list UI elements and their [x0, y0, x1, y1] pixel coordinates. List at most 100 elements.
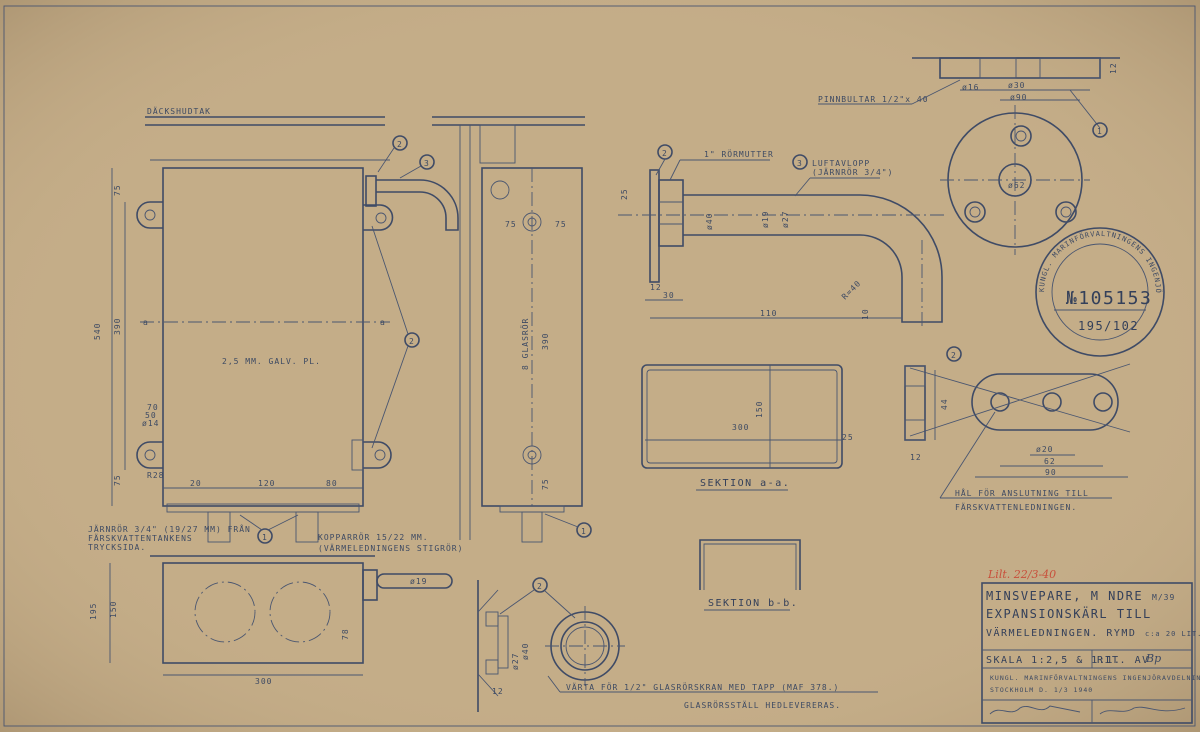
label-hal-1: HÅL FÖR ANSLUTNING TILL [955, 487, 1089, 498]
label-luftavlopp-2: (JÄRNRÖR 3/4") [812, 167, 893, 177]
balloon-2-d-text: 2 [951, 351, 957, 360]
dim-20: 20 [190, 479, 202, 488]
dim-18-boss: 12 [492, 687, 504, 696]
dim-44: 44 [940, 398, 949, 410]
pipe-detail: 30 12 110 25 ø40 ø19 ø27 R=40 10 1" RÖRM… [618, 149, 948, 330]
label-rormutter: 1" RÖRMUTTER [704, 149, 774, 159]
balloon-1-a [257, 528, 273, 544]
dim-19-plan: ø19 [410, 577, 427, 586]
dim-150: 150 [109, 601, 118, 618]
dim-d40-boss: ø40 [521, 643, 530, 660]
side-dim-75-bottom: 75 [541, 478, 550, 490]
title-org-line2: STOCKHOLM D. 1/3 1940 [990, 686, 1093, 694]
tank-plan-body [162, 562, 364, 664]
balloon-1-b-text: 1 [581, 527, 587, 536]
dim-110: 110 [760, 309, 777, 318]
title-line2: EXPANSIONSKÄRL TILL [986, 606, 1152, 621]
tank-front-body [162, 167, 364, 507]
flange-detail: ø30 ø90 ø16 12 PINNBULTAR 1/2"x 40 ø62 [818, 57, 1120, 255]
title-drawn-by: RIT. AV [1097, 655, 1150, 666]
balloon-1-a-text: 1 [262, 533, 268, 542]
dim-16-flange: ø16 [962, 83, 979, 92]
dim-390: 390 [113, 318, 122, 335]
title-org-line1: KUNGL. MARINFÖRVALTNINGENS INGENJÖRAVDEL… [990, 673, 1200, 682]
balloon-3-b-text: 3 [797, 159, 803, 168]
red-annotation: Lilt. 22/3-40 [987, 568, 1056, 581]
label-kopparror-2: (VÄRMELEDNINGENS STIGRÖR) [318, 543, 463, 553]
dim-d30-flange: ø30 [1008, 81, 1025, 90]
balloon-2-a [392, 135, 408, 151]
link-bar-detail: 44 ø20 62 90 12 HÅL FÖR ANSLUTNING TILL … [904, 363, 1131, 512]
label-jarnror-2: FÄRSKVATTENTANKENS [88, 533, 193, 543]
dim-150-section: 150 [755, 401, 764, 418]
section-bb: SEKTION b-b. [699, 539, 801, 611]
label-glasror-side: 8 GLASRÖR [520, 318, 530, 370]
dim-300-section: 300 [732, 423, 749, 432]
balloon-2-b-text: 2 [409, 337, 415, 346]
label-hal-2: FÄRSKVATTENLEDNINGEN. [955, 502, 1077, 512]
label-sektion-aa: SEKTION a-a. [700, 478, 790, 489]
section-aa: 300 150 25 SEKTION a-a. [641, 364, 854, 491]
side-view: 75 75 75 8 GLASRÖR 390 [432, 116, 585, 543]
dim-r28: R28 [147, 471, 164, 480]
section-mark-a-left: a [143, 318, 149, 327]
balloon-1-b [576, 522, 592, 538]
dim-d40: ø40 [705, 213, 714, 230]
front-view: DÄCKSHUDTAK a a 2,5 MM. GALV. PL. 540 39… [93, 106, 459, 543]
balloon-2-c-text: 2 [662, 149, 668, 158]
glass-tube-boss: ø40 ø27 12 VÄRTA FÖR 1/2" GLASRÖRSKRAN M… [477, 580, 878, 712]
drawn-by-signature: Bp [1145, 652, 1161, 665]
side-dim-75-right: 75 [555, 220, 567, 229]
dim-d19: ø19 [761, 211, 770, 228]
dim-25-section: 25 [842, 433, 854, 442]
label-glasrorsstall: GLASRÖRSSTÄLL HEDLEVERERAS. [684, 700, 841, 710]
dim-78: 78 [341, 628, 350, 640]
sheet-border [3, 5, 1196, 727]
balloon-1-c [1092, 122, 1108, 138]
section-mark-a-right: a [380, 318, 386, 327]
label-pinnbultar: PINNBULTAR 1/2"x 40 [818, 95, 929, 104]
label-drakshudtak: DÄCKSHUDTAK [147, 106, 211, 116]
side-dim-75-left: 75 [505, 220, 517, 229]
reference-balloons: 2 3 2 1 1 2 3 1 2 2 [239, 122, 1108, 619]
dim-195: 195 [89, 603, 98, 620]
label-varta: VÄRTA FÖR 1/2" GLASRÖRSKRAN MED TAPP (MA… [566, 682, 839, 692]
dim-62: 62 [1044, 457, 1056, 466]
dim-10: 10 [861, 308, 870, 320]
dim-70: 70 [147, 403, 159, 412]
title-line1: MINSVEPARE, M NDRE [986, 589, 1143, 603]
dim-12-link: 12 [910, 453, 922, 462]
dim-80: 80 [326, 479, 338, 488]
title-scale: SKALA 1:2,5 & 1:1. [986, 655, 1121, 666]
stamp-number: №105153 [1066, 288, 1152, 309]
title-line3: VÄRMELEDNINGEN. RYMD [986, 626, 1136, 639]
balloon-3-a-text: 3 [424, 159, 430, 168]
title-volume: c:a 20 LIT. [1145, 630, 1200, 638]
balloon-2-d [946, 346, 962, 362]
label-sektion-bb: SEKTION b-b. [708, 598, 798, 609]
stamp-sub-number: 195/102 [1078, 319, 1139, 333]
balloon-3-a [419, 154, 435, 170]
dim-75-top: 75 [113, 184, 122, 196]
dim-390-side: 390 [541, 333, 550, 350]
title-model: M/39 [1152, 593, 1175, 602]
label-jarnror-1: JÄRNRÖR 3/4" (19/27 MM) FRÅN [88, 523, 251, 534]
dim-d20: ø20 [1036, 445, 1053, 454]
balloon-2-e-text: 2 [537, 582, 543, 591]
plan-view: 195 150 78 300 ø19 [89, 555, 453, 686]
signature-right [1099, 706, 1186, 715]
dim-50: 50 [145, 411, 157, 420]
dim-14: ø14 [142, 419, 159, 428]
balloon-2-e [532, 577, 548, 593]
label-jarnror-3: TRYCKSIDA. [88, 543, 146, 552]
label-luftavlopp-1: LUFTAVLOPP [812, 159, 870, 168]
balloon-2-b [404, 332, 420, 348]
label-galv-pl: 2,5 MM. GALV. PL. [222, 357, 321, 366]
dim-90: 90 [1045, 468, 1057, 477]
balloon-2-a-text: 2 [397, 140, 403, 149]
dim-d27-boss: ø27 [511, 653, 520, 670]
dim-30: 30 [663, 291, 675, 300]
